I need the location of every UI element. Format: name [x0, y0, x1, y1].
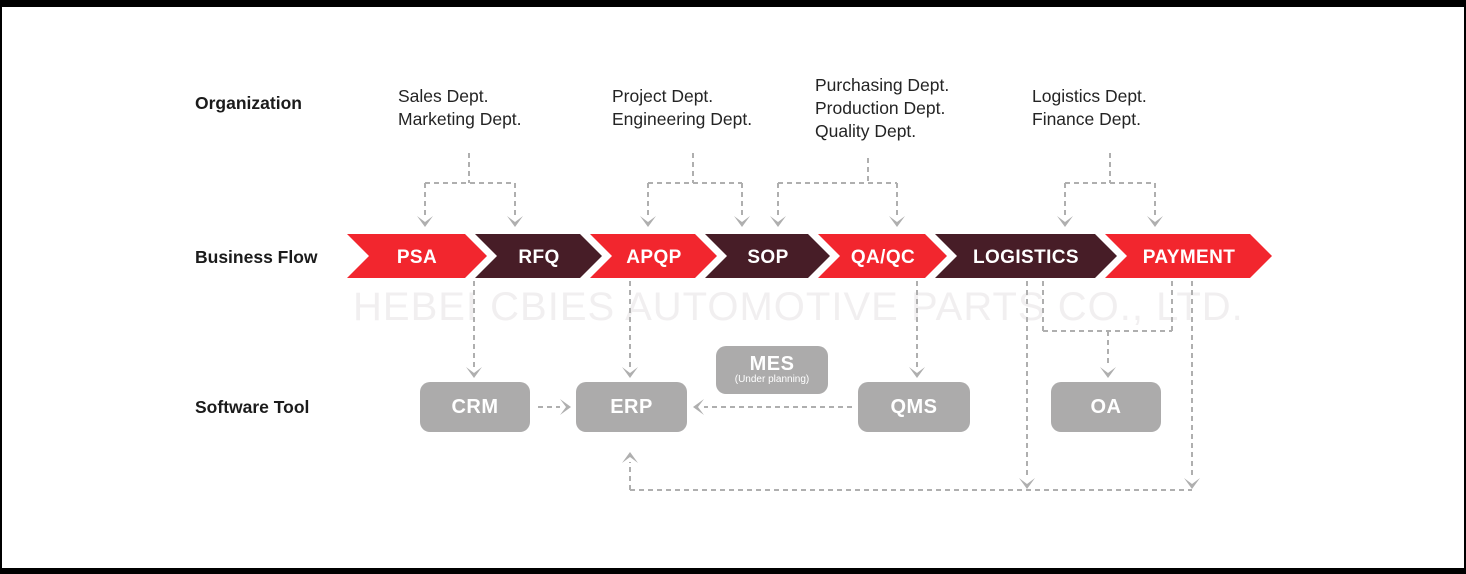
arrowhead-down-icon — [1057, 216, 1073, 227]
tool-box-oa: OA — [1051, 382, 1161, 432]
row-label-software-tool: Software Tool — [195, 397, 310, 417]
tool-box-crm: CRM — [420, 382, 530, 432]
arrowhead-down-icon — [1184, 478, 1200, 489]
frame-bottom-bar — [0, 568, 1466, 574]
org-dept-label: Logistics Dept. — [1032, 86, 1147, 106]
arrowhead-right-icon — [560, 399, 571, 415]
company-watermark: HEBEI CBIES AUTOMOTIVE PARTS CO., LTD. — [353, 285, 1244, 329]
org-dept-label: Quality Dept. — [815, 121, 917, 141]
org-group-sales-marketing: Sales Dept. Marketing Dept. — [398, 85, 522, 131]
org-dept-label: Marketing Dept. — [398, 109, 522, 129]
arrowhead-down-icon — [1100, 367, 1116, 378]
org-dept-label: Engineering Dept. — [612, 109, 753, 129]
connector-logistics-payment-to-oa — [1042, 281, 1173, 367]
tool-label: ERP — [610, 395, 653, 418]
connector-sales-bracket — [424, 153, 516, 216]
arrowhead-down-icon — [770, 216, 786, 227]
arrowhead-down-icon — [1019, 478, 1035, 489]
flow-step-label: SOP — [747, 247, 788, 268]
flow-step-label: PSA — [397, 247, 437, 268]
flow-step-sop — [705, 234, 830, 278]
business-flow-bar: PSA RFQ APQP SOP QA/QC LOGISTICS PAYMENT — [347, 234, 1272, 278]
arrowhead-down-icon — [734, 216, 750, 227]
connector-project-bracket — [647, 153, 743, 216]
org-dept-label: Project Dept. — [612, 86, 714, 106]
org-dept-label: Purchasing Dept. — [815, 75, 950, 95]
org-dept-label: Finance Dept. — [1032, 109, 1141, 129]
arrowhead-down-icon — [640, 216, 656, 227]
flow-step-qaqc — [818, 234, 947, 278]
org-group-purchasing-production-quality: Purchasing Dept. Production Dept. Qualit… — [815, 74, 949, 143]
row-label-organization: Organization — [195, 93, 302, 113]
tool-box-mes: MES (Under planning) — [716, 346, 828, 394]
tool-label: MES — [749, 353, 795, 375]
flow-step-apqp — [590, 234, 717, 278]
connector-purchasing-bracket — [777, 158, 898, 216]
org-group-logistics-finance: Logistics Dept. Finance Dept. — [1032, 85, 1147, 131]
tool-note: (Under planning) — [734, 374, 810, 385]
arrowhead-down-icon — [417, 216, 433, 227]
org-dept-label: Production Dept. — [815, 98, 946, 118]
tool-label: QMS — [890, 395, 938, 418]
arrowhead-up-icon — [622, 452, 638, 463]
org-group-project-engineering: Project Dept. Engineering Dept. — [612, 85, 752, 131]
arrowhead-down-icon — [622, 367, 638, 378]
flow-step-label: PAYMENT — [1143, 247, 1236, 268]
arrowhead-down-icon — [466, 367, 482, 378]
flow-step-label: RFQ — [518, 247, 559, 268]
tool-label: OA — [1090, 395, 1122, 418]
arrowhead-down-icon — [889, 216, 905, 227]
flow-step-rfq — [475, 234, 602, 278]
connector-logistics-bracket — [1064, 153, 1156, 216]
flow-step-label: QA/QC — [851, 247, 915, 268]
arrowhead-down-icon — [1147, 216, 1163, 227]
flow-step-label: APQP — [626, 247, 681, 268]
frame-left-bar — [0, 0, 2, 574]
flow-step-payment — [1105, 234, 1272, 278]
connector-bottom-loop-to-erp — [629, 462, 1192, 491]
flow-step-logistics — [935, 234, 1117, 278]
tool-box-erp: ERP — [576, 382, 687, 432]
org-dept-label: Sales Dept. — [398, 86, 489, 106]
flow-step-psa — [347, 234, 487, 278]
arrowhead-left-icon — [693, 399, 704, 415]
arrowhead-down-icon — [507, 216, 523, 227]
arrowhead-down-icon — [909, 367, 925, 378]
arrowheads — [417, 216, 1200, 489]
tool-box-qms: QMS — [858, 382, 970, 432]
frame-right-bar — [1464, 0, 1466, 574]
flow-step-label: LOGISTICS — [973, 247, 1079, 268]
tool-label: CRM — [451, 395, 499, 418]
frame-top-bar — [0, 0, 1466, 7]
row-label-business-flow: Business Flow — [195, 247, 318, 267]
